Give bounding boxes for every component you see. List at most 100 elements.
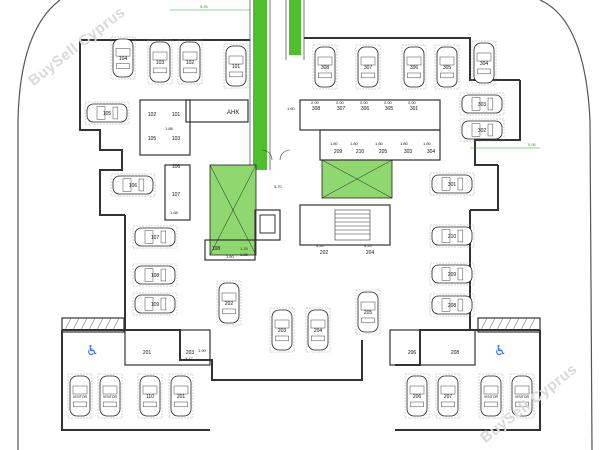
car-spot-label: 103: [156, 60, 165, 66]
car-spot: 209: [429, 262, 475, 286]
car-spot-label: 102: [186, 60, 195, 66]
car-spot: 207: [435, 373, 461, 419]
car-spot-label: 205: [364, 310, 373, 316]
dim-180-c: 1.80: [375, 141, 384, 146]
dim-370: 3.70: [274, 184, 283, 189]
car-spot-label: 305: [443, 65, 452, 71]
storage-label: 204: [366, 250, 375, 256]
dim-180-e: 1.80: [423, 141, 432, 146]
car-spot-label: 201: [177, 394, 186, 400]
dim-150: 1.50: [226, 254, 235, 259]
car-spot-label: 303: [478, 102, 487, 108]
dim-320: 3.20: [316, 243, 325, 248]
garden-strip-right: [289, 0, 301, 55]
car-spot-label: 204: [314, 328, 323, 334]
storage-label: 304: [427, 149, 436, 155]
car-spot-label: 210: [448, 234, 457, 240]
storage-label: 203: [186, 350, 195, 356]
storage-label: 305: [385, 106, 394, 112]
dim-180-d: 1.80: [400, 141, 409, 146]
car-spot: 306: [401, 44, 427, 90]
storage-label: 209: [334, 149, 343, 155]
car-spot: 210: [429, 224, 475, 248]
car-spot: 101: [223, 43, 249, 89]
storage-label: 210: [356, 149, 365, 155]
car-spot-label: 206: [413, 394, 422, 400]
car-spot-label: 110: [146, 394, 154, 400]
car-spot-label: 301: [448, 182, 457, 188]
car-spot: 208: [429, 293, 475, 317]
car-spot: VISITOR: [67, 373, 93, 419]
dim-200-e: 2.00: [408, 100, 417, 105]
car-spot: 308: [312, 44, 338, 90]
car-spot-label: VISITOR: [515, 395, 530, 399]
car-spot-label: 105: [103, 111, 112, 117]
storage-label: 206: [408, 350, 417, 356]
car-spot-label: 109: [151, 302, 160, 308]
car-spot: 105: [84, 101, 130, 125]
car-spot: 110: [137, 373, 163, 419]
car-spot: 202: [216, 280, 242, 326]
storage-label: 108: [212, 246, 221, 252]
car-spot-label: VISITOR: [73, 395, 88, 399]
car-spot: VISITOR: [509, 373, 535, 419]
dim-317: 3.17: [185, 356, 194, 361]
garden-strip-left: [253, 0, 267, 170]
storage-label: 102: [148, 112, 157, 118]
dim-top: 5.95: [200, 4, 209, 9]
dim-right: 5.95: [528, 142, 537, 147]
storage-label: 208: [451, 350, 460, 356]
car-spot: 204: [305, 307, 331, 353]
car-spot-label: 104: [119, 56, 128, 62]
car-spot: VISITOR: [478, 373, 504, 419]
car-spot: 107: [132, 225, 178, 249]
car-spot: 203: [269, 307, 295, 353]
accessible-icon-left: ♿: [86, 343, 99, 359]
car-spot: 303: [459, 92, 505, 116]
car-spot-label: 106: [129, 183, 138, 189]
storage-label: 101: [172, 112, 181, 118]
dim-190: 1.90: [198, 348, 207, 353]
lift: [259, 214, 276, 234]
car-spot: 108: [132, 263, 178, 287]
storage-label: 201: [143, 350, 152, 356]
car-spot-label: 308: [321, 65, 330, 71]
dim-160: 1.60: [287, 106, 296, 111]
storage-label: 303: [404, 149, 413, 155]
car-spot-label: 107: [151, 235, 160, 241]
car-spot: 302: [459, 118, 505, 142]
car-spot-label: 302: [478, 128, 487, 134]
storage-label: 103: [172, 136, 181, 142]
car-spot-label: VISITOR: [103, 395, 118, 399]
car-spot-label: 203: [278, 328, 287, 334]
car-spot-label: 208: [448, 303, 457, 309]
car-spot: 307: [355, 44, 381, 90]
dim-188: 1.88: [165, 126, 174, 131]
car-spot: 305: [434, 44, 460, 90]
car-spot: 205: [355, 289, 381, 335]
car-spot-label: 101: [232, 64, 241, 70]
car-spot-label: VISITOR: [484, 395, 499, 399]
car-spot-label: 207: [444, 394, 453, 400]
car-spot: 304: [471, 40, 497, 86]
car-spot: 102: [177, 39, 203, 85]
dim-200-c: 2.00: [360, 100, 369, 105]
car-spot: 103: [147, 39, 173, 85]
car-spot-label: 108: [151, 273, 160, 279]
car-spot-label: 202: [225, 301, 234, 307]
car-spot-label: 304: [480, 61, 489, 67]
accessible-icon-right: ♿: [494, 343, 507, 359]
storage-label: 205: [379, 149, 388, 155]
dim-180-b: 1.80: [350, 141, 359, 146]
dim-125-b: 1.25: [240, 252, 249, 257]
car-spot: 201: [168, 373, 194, 419]
car-spot: VISITOR: [97, 373, 123, 419]
car-spot: 104: [110, 36, 136, 80]
stairs: [334, 209, 371, 241]
car-spot-label: 209: [448, 272, 457, 278]
storage-label: 301: [410, 106, 419, 112]
site-boundary-left: [17, 0, 61, 450]
storage-label: 106: [172, 164, 181, 170]
car-spot: 109: [132, 292, 178, 316]
